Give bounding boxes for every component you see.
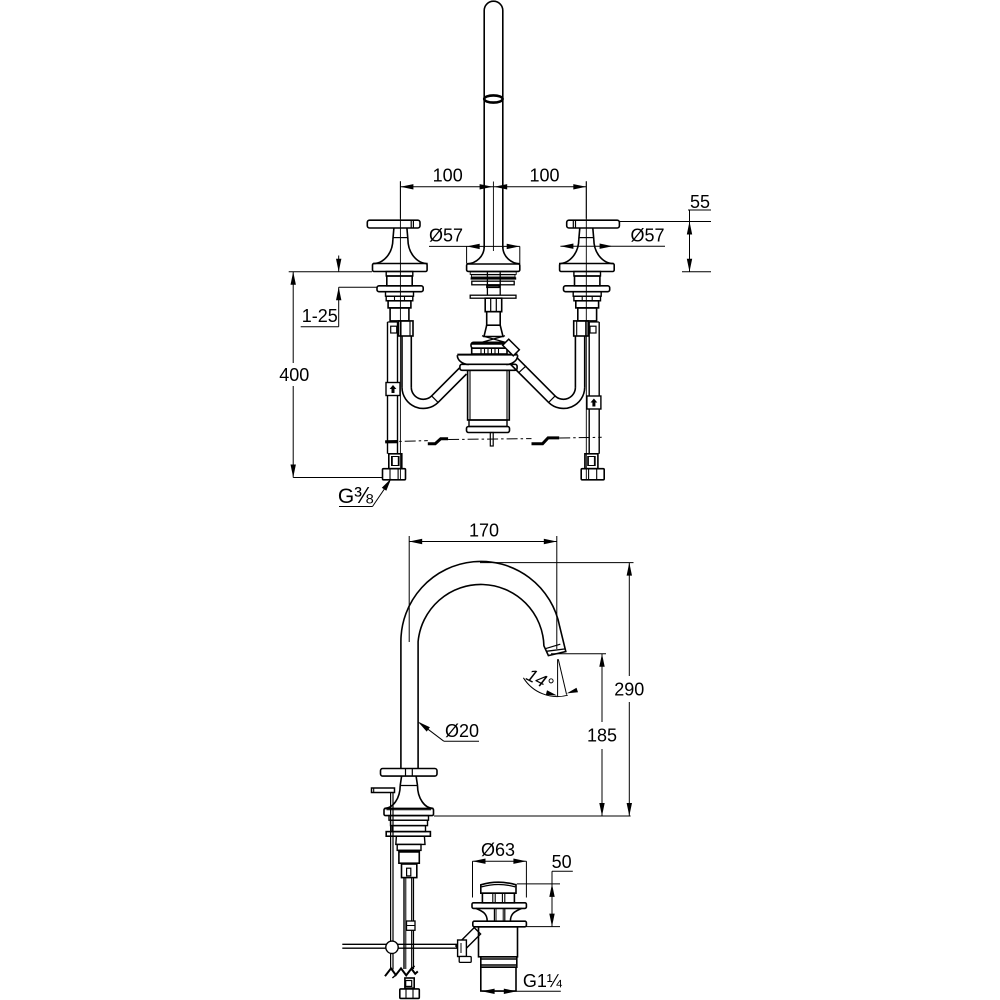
svg-text:400: 400 — [279, 365, 309, 385]
svg-text:185: 185 — [587, 726, 617, 746]
svg-text:290: 290 — [614, 680, 644, 700]
svg-text:⅜: ⅜ — [354, 482, 374, 508]
svg-text:100: 100 — [529, 166, 559, 186]
svg-text:G: G — [338, 485, 354, 508]
svg-text:G1¼: G1¼ — [523, 971, 563, 991]
svg-text:170: 170 — [469, 521, 499, 541]
svg-text:Ø57: Ø57 — [630, 226, 664, 246]
svg-text:1-25: 1-25 — [302, 306, 338, 326]
svg-text:Ø20: Ø20 — [445, 721, 479, 741]
svg-text:Ø63: Ø63 — [481, 840, 515, 860]
svg-text:55: 55 — [690, 192, 710, 212]
svg-text:100: 100 — [433, 166, 463, 186]
svg-text:Ø57: Ø57 — [429, 226, 463, 246]
svg-text:50: 50 — [552, 852, 572, 872]
